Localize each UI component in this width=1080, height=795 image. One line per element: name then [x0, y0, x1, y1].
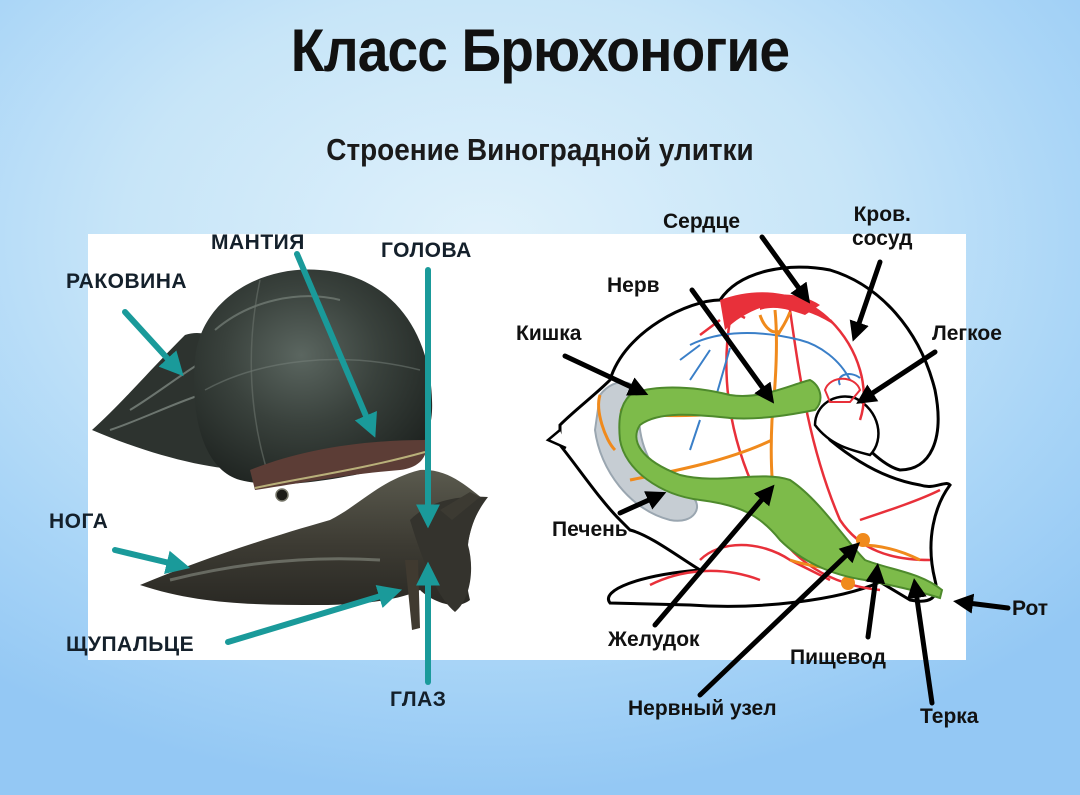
label-lung: Легкое — [932, 322, 1002, 345]
slide-title: Класс Брюхоногие — [290, 17, 790, 84]
label-esophagus: Пищевод — [790, 646, 886, 669]
external-arrows — [112, 251, 440, 685]
snail-anatomy-schematic — [545, 265, 952, 608]
label-shell: РАКОВИНА — [66, 270, 188, 293]
heart-arrow — [759, 234, 811, 304]
ganglion-arrow — [697, 542, 861, 698]
label-radula: Терка — [920, 705, 979, 728]
tentacle-arrow — [225, 585, 403, 645]
foot-arrow — [112, 547, 191, 575]
label-blood-vessel: Кров. сосуд — [852, 203, 912, 251]
label-ganglion: Нервный узел — [628, 697, 777, 720]
label-eye: ГЛАЗ — [390, 688, 447, 711]
liver-arrow — [617, 491, 667, 516]
label-mouth: Рот — [1012, 597, 1049, 620]
label-blood-vessel-line2: сосуд — [852, 227, 913, 251]
stomach-arrow — [652, 484, 775, 628]
intestine-arrow — [562, 353, 649, 396]
label-liver: Печень — [552, 518, 628, 541]
esophagus-arrow — [865, 563, 886, 640]
slide-subtitle: Строение Виноградной улитки — [326, 132, 754, 167]
label-blood-vessel-line1: Кров. — [853, 203, 911, 226]
internal-arrows — [562, 234, 1011, 706]
label-nerve: Нерв — [607, 274, 660, 297]
label-intestine: Кишка — [516, 322, 582, 345]
label-stomach: Желудок — [608, 628, 700, 651]
label-foot: НОГА — [49, 510, 109, 533]
label-heart: Сердце — [663, 210, 741, 233]
blood-vessel-arrow — [849, 259, 883, 342]
mouth-arrow — [953, 593, 1011, 614]
radula-arrow — [906, 578, 935, 706]
label-tentacle: ЩУПАЛЬЦЕ — [66, 633, 195, 656]
snail-photo — [92, 269, 488, 630]
nerve-arrow — [689, 287, 775, 404]
label-head: ГОЛОВА — [381, 239, 472, 262]
label-mantle: МАНТИЯ — [211, 231, 305, 254]
lung-arrow — [856, 349, 938, 404]
shell-arrow — [122, 309, 184, 377]
mantle-arrow — [294, 251, 377, 438]
